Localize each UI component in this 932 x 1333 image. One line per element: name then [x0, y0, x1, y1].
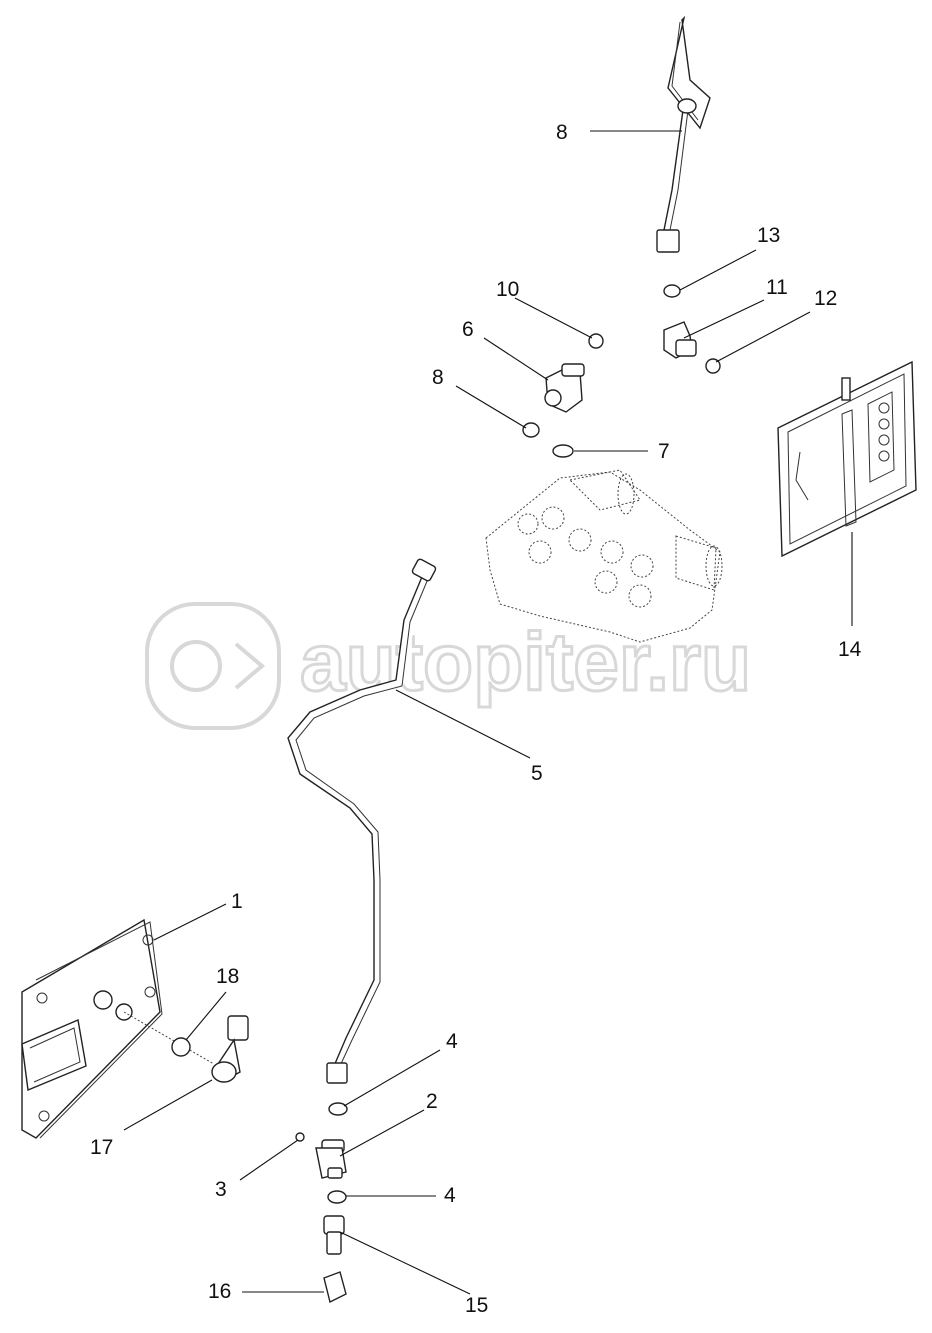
- part-10-nut: [656, 229, 680, 253]
- leader-lines: [123, 130, 853, 1295]
- watermark: autopiter.ru: [145, 602, 753, 730]
- callout-14: 14: [838, 638, 862, 661]
- part-4-o-ring-upper: [328, 1102, 348, 1116]
- watermark-logo-a: [170, 640, 222, 692]
- valve-body: [485, 469, 723, 643]
- callout-8b: 8: [432, 366, 444, 389]
- callout-18: 18: [216, 965, 239, 988]
- leader-8a: [514, 297, 593, 339]
- part-5-tube: [287, 558, 437, 1084]
- part-10-tube: [656, 15, 711, 253]
- part-18-o-ring: [171, 1037, 191, 1057]
- callout-1: 1: [231, 890, 243, 913]
- part-5-lower-nut: [326, 1062, 348, 1084]
- leader-3: [239, 1139, 299, 1181]
- part-3-ball: [295, 1132, 305, 1142]
- part-10-tube-loop: [667, 15, 711, 130]
- leader-1: [153, 903, 227, 941]
- watermark-logo-arrow: [234, 642, 266, 690]
- part-8-o-ring-upper: [588, 333, 604, 349]
- callout-5: 5: [531, 762, 543, 785]
- part-2-tee-fitting: [315, 1139, 347, 1179]
- leader-13: [679, 249, 757, 291]
- callout-15: 15: [465, 1294, 488, 1317]
- callout-8a: 10: [496, 278, 519, 301]
- part-14-plug: [841, 377, 851, 401]
- part-16-cap: [323, 1271, 347, 1304]
- callout-17: 17: [90, 1136, 113, 1159]
- callout-11: 11: [766, 276, 788, 299]
- callout-6: 6: [462, 318, 474, 341]
- part-14-plate: [777, 360, 917, 558]
- part-4-o-ring-lower: [327, 1190, 347, 1204]
- callout-7: 7: [658, 440, 670, 463]
- callout-10: 8: [556, 121, 568, 144]
- part-6-tee-fitting: [544, 363, 585, 413]
- leader-2: [339, 1109, 425, 1157]
- leader-12: [715, 311, 811, 363]
- leader-11: [683, 299, 765, 339]
- callout-4b: 4: [444, 1184, 456, 1207]
- callout-4a: 4: [446, 1030, 458, 1053]
- part-10-clip: [677, 98, 697, 114]
- leader-8b: [455, 385, 527, 429]
- part-12-o-ring: [705, 358, 721, 374]
- part-10-tube-stem: [663, 109, 684, 231]
- callout-2: 2: [426, 1090, 438, 1113]
- part-8-o-ring-lower: [522, 422, 540, 438]
- watermark-logo-badge: [145, 602, 281, 730]
- callouts: 8 13 10 11 12 6 8 7 14 5 1 18 17 4 2 3 4…: [90, 121, 862, 1317]
- part-5-upper-nut: [411, 558, 437, 582]
- part-13-o-ring: [663, 284, 681, 298]
- part-1-cover: [21, 918, 215, 1139]
- leader-4a: [343, 1049, 441, 1107]
- part-17-sensor: [211, 1015, 249, 1083]
- part-15-fitting: [323, 1215, 345, 1255]
- callout-16: 16: [208, 1280, 231, 1303]
- leader-17: [123, 1079, 213, 1131]
- callout-13: 13: [757, 224, 780, 247]
- part-11-elbow-fitting: [663, 321, 697, 359]
- leader-6: [483, 337, 549, 381]
- leader-15: [339, 1231, 471, 1295]
- leader-18: [185, 991, 227, 1041]
- leader-5: [395, 689, 531, 759]
- callout-12: 12: [814, 287, 837, 310]
- part-7-o-ring: [552, 444, 574, 458]
- callout-3: 3: [215, 1178, 227, 1201]
